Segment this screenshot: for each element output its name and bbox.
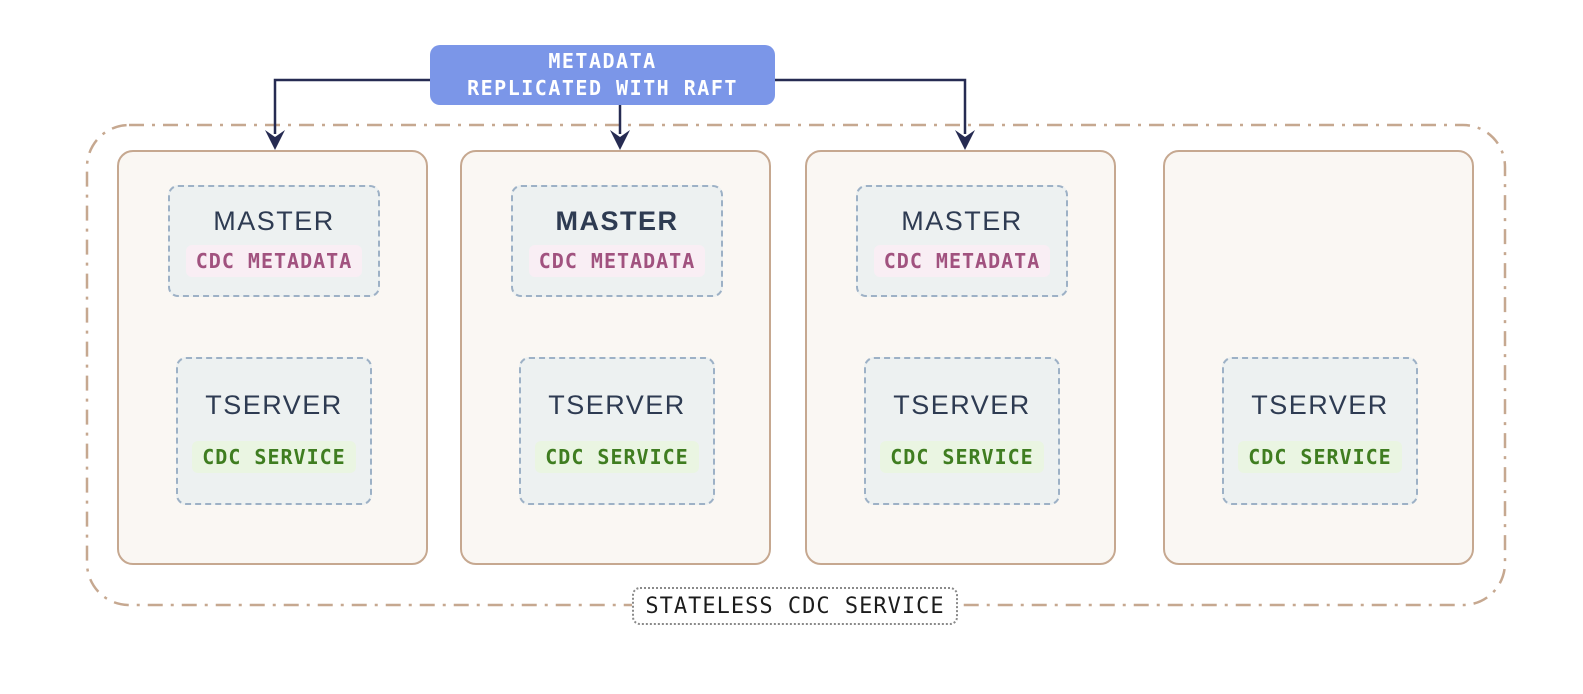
node-4-tserver-box: TSERVER CDC SERVICE: [1222, 357, 1418, 505]
node-1-cdc-service-badge: CDC SERVICE: [192, 440, 356, 473]
node-1-cdc-metadata-badge: CDC METADATA: [185, 244, 363, 277]
node-3-cdc-service-badge: CDC SERVICE: [880, 440, 1044, 473]
node-2-master-box: MASTER CDC METADATA: [511, 185, 723, 297]
node-2-tserver-box: TSERVER CDC SERVICE: [519, 357, 715, 505]
node-3-tserver-box: TSERVER CDC SERVICE: [864, 357, 1060, 505]
node-1-tserver-box: TSERVER CDC SERVICE: [176, 357, 372, 505]
node-2-cdc-metadata-badge: CDC METADATA: [528, 244, 706, 277]
node-2: MASTER CDC METADATA TSERVER CDC SERVICE: [460, 150, 771, 565]
node-1-master-label: MASTER: [213, 205, 335, 236]
raft-banner-line2: REPLICATED WITH RAFT: [467, 76, 738, 100]
raft-replication-banner: METADATA REPLICATED WITH RAFT: [430, 45, 775, 105]
node-3-tserver-label: TSERVER: [893, 389, 1031, 420]
node-4-cdc-service-badge: CDC SERVICE: [1238, 440, 1402, 473]
arrowhead-node2-icon: [610, 130, 630, 150]
node-4: TSERVER CDC SERVICE: [1163, 150, 1474, 565]
arrow-to-node1: [273, 78, 432, 134]
raft-banner-line1: METADATA: [548, 49, 657, 73]
arrowhead-node3-icon: [955, 130, 975, 150]
node-2-master-label: MASTER: [555, 205, 679, 236]
arrowhead-node1-icon: [265, 130, 285, 150]
stateless-cdc-service-label: STATELESS CDC SERVICE: [632, 587, 958, 625]
node-3: MASTER CDC METADATA TSERVER CDC SERVICE: [805, 150, 1116, 565]
node-2-tserver-label: TSERVER: [548, 389, 686, 420]
node-4-tserver-label: TSERVER: [1251, 389, 1389, 420]
node-1-tserver-label: TSERVER: [205, 389, 343, 420]
node-3-master-box: MASTER CDC METADATA: [856, 185, 1068, 297]
node-3-master-label: MASTER: [901, 205, 1023, 236]
arrow-to-node3: [774, 78, 967, 134]
node-1-master-box: MASTER CDC METADATA: [168, 185, 380, 297]
node-3-cdc-metadata-badge: CDC METADATA: [873, 244, 1051, 277]
node-2-cdc-service-badge: CDC SERVICE: [535, 440, 699, 473]
node-1: MASTER CDC METADATA TSERVER CDC SERVICE: [117, 150, 428, 565]
